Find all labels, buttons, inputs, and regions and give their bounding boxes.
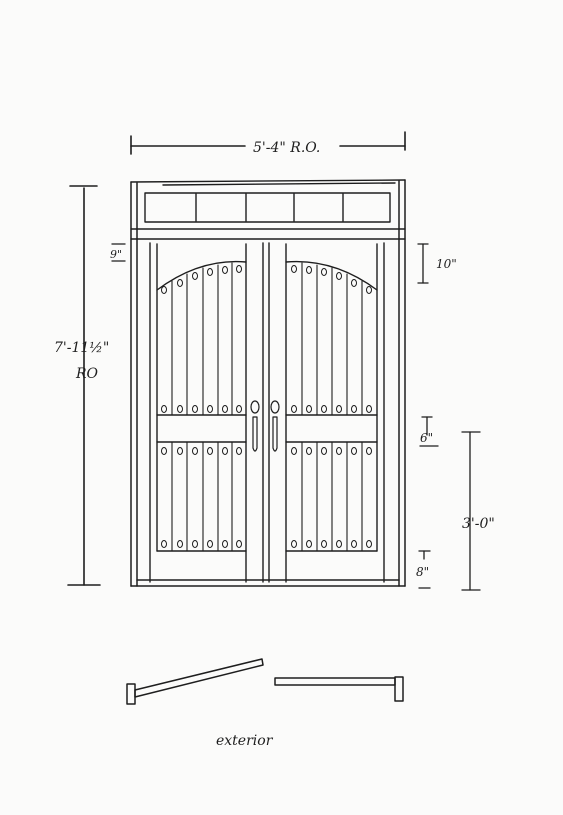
- left-door-leaf: [149, 242, 264, 583]
- height-dimension: [67, 185, 101, 586]
- left-door-handle: [250, 400, 260, 452]
- plan-view: [126, 658, 404, 705]
- left-arched-top: [156, 260, 247, 291]
- transom-glass-frame: [144, 192, 391, 223]
- plan-left-door-leaf: [134, 658, 264, 698]
- plan-right-door-leaf: [274, 677, 396, 686]
- rail-height-dimension: [419, 416, 439, 447]
- left-lower-planks: [171, 441, 233, 552]
- door-frame: [130, 179, 406, 587]
- width-ro-label: 5'-4" R.O.: [253, 140, 320, 156]
- transom: [130, 179, 406, 240]
- height-ro-label-line2: RO: [75, 366, 99, 382]
- right-door-leaf: [268, 242, 385, 583]
- transom-top-edge: [130, 179, 406, 183]
- transom-gap-label: 9": [110, 248, 122, 261]
- plan-exterior-label: exterior: [216, 733, 274, 749]
- transom-top-edge-inner: [162, 182, 396, 186]
- lower-section-label: 3'-0": [462, 516, 495, 532]
- arch-rise-dimension: [417, 243, 429, 284]
- height-ro-label-line1: 7'-11½": [54, 340, 109, 356]
- arch-rise-label: 10": [436, 257, 457, 271]
- bottom-rail-dimension: [418, 550, 431, 589]
- right-lower-planks: [301, 441, 363, 552]
- right-clavos: [291, 265, 372, 548]
- right-arched-top: [285, 260, 378, 291]
- transom-gap-dimension: [111, 243, 126, 262]
- width-dimension: [130, 131, 406, 155]
- plan-left-jamb: [126, 683, 136, 705]
- right-door-handle: [270, 400, 280, 452]
- plan-right-jamb: [394, 676, 404, 702]
- lower-section-dimension: [461, 431, 481, 591]
- bottom-rail-label: 8": [416, 565, 429, 579]
- rail-height-label: 6": [420, 431, 433, 445]
- left-clavos: [161, 265, 242, 548]
- right-upper-planks: [301, 262, 363, 416]
- left-upper-planks: [171, 262, 233, 416]
